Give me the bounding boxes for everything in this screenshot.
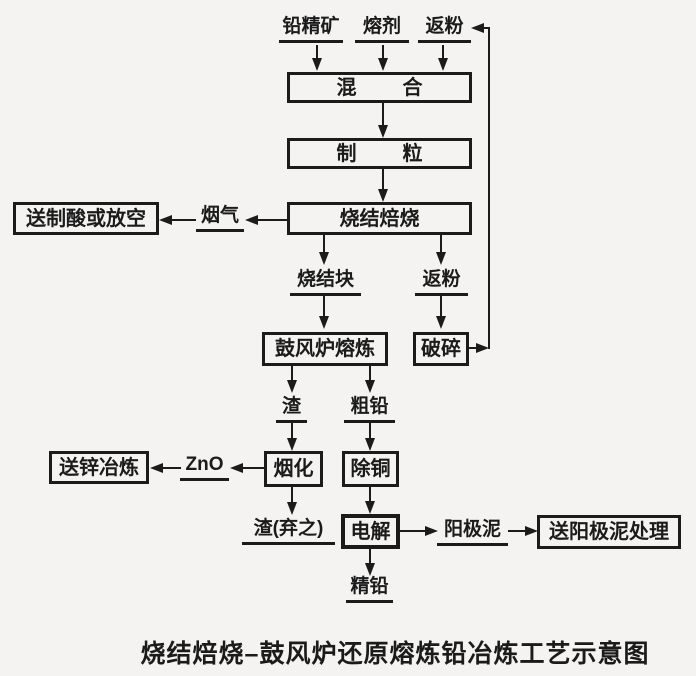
arrowhead-fluegas-acid <box>159 215 172 225</box>
process-box-blast-furnace: 鼓风炉熔炼 <box>262 332 388 366</box>
arrowhead-fuming-discardslag <box>287 502 297 515</box>
arrowhead-sintering-sinterlump <box>319 252 329 265</box>
input-flux-label: 熔剂 <box>355 14 409 43</box>
arrowhead-zno-zinc <box>150 463 163 473</box>
process-box-fuming: 烟化 <box>264 451 323 487</box>
arrowhead-recycle-returnfines <box>471 23 484 33</box>
process-box-sintering: 烧结焙烧 <box>287 202 472 235</box>
flow-line-anodeslime-treatment <box>508 530 525 532</box>
stream-flue-gas-label: 烟气 <box>196 205 244 232</box>
arrowhead-lead-concentrate <box>312 58 322 71</box>
flow-line-blastfurnace-slag <box>291 366 293 381</box>
arrowhead-crushing-loop <box>476 343 489 353</box>
flow-line-crushing-loop <box>469 347 476 349</box>
flow-line-fluegas-acid <box>172 219 196 221</box>
arrowhead-mixing-granulation <box>378 125 388 138</box>
flow-line-sintering-fluegas <box>258 219 287 221</box>
terminal-box-acid-or-vent: 送制酸或放空 <box>13 202 159 235</box>
flow-line-fuming-discardslag <box>291 487 293 503</box>
arrowhead-crudelead-copper <box>365 438 375 451</box>
arrowhead-electrolysis-anodeslime <box>425 526 438 536</box>
flow-line-crudelead-copper <box>369 423 371 439</box>
flow-line-granulation-sintering <box>382 169 384 190</box>
arrowhead-flux <box>378 58 388 71</box>
arrowhead-anodeslime-treatment <box>525 526 538 536</box>
arrowhead-sintering-returnfines <box>436 252 446 265</box>
flow-line-sintering-returnfines <box>440 235 442 252</box>
flow-line-return-fines-top <box>442 45 444 59</box>
flow-line-sintering-sinterlump <box>323 235 325 252</box>
flow-line-recycle-vertical <box>488 27 490 349</box>
flow-line-zno-zinc <box>163 467 181 469</box>
arrowhead-slag-fuming <box>287 438 297 451</box>
stream-anode-slime-label: 阳极泥 <box>437 517 508 546</box>
stream-zno-label: ZnO <box>180 454 229 481</box>
flow-line-electrolysis-refinedlead <box>369 549 371 564</box>
flow-line-mixing-granulation <box>382 103 384 126</box>
diagram-caption: 烧结焙烧–鼓风炉还原熔炼铅冶炼工艺示意图 <box>140 640 650 668</box>
stream-slag-label: 渣 <box>276 394 307 423</box>
process-box-crushing: 破碎 <box>413 332 469 366</box>
input-lead-concentrate-label: 铅精矿 <box>279 14 343 43</box>
flow-line-sinterlump-blastfurnace <box>323 296 325 316</box>
input-return-fines-label: 返粉 <box>418 14 471 43</box>
flow-line-electrolysis-anodeslime <box>400 530 425 532</box>
terminal-box-anode-slime-treatment: 送阳极泥处理 <box>537 515 681 549</box>
arrowhead-blastfurnace-crudelead <box>365 380 375 393</box>
flow-line-blastfurnace-crudelead <box>369 366 371 381</box>
arrowhead-copper-electrolysis <box>365 501 375 514</box>
process-box-granulation: 制粒 <box>287 138 472 169</box>
process-box-electrolysis: 电解 <box>341 514 400 549</box>
stream-crude-lead-label: 粗铅 <box>344 394 395 423</box>
terminal-box-zinc-smelting: 送锌冶炼 <box>49 451 149 484</box>
process-box-mixing: 混合 <box>287 72 472 103</box>
arrowhead-return-fines-top <box>438 58 448 71</box>
arrowhead-blastfurnace-slag <box>287 380 297 393</box>
arrowhead-returnfines-crushing <box>436 316 446 329</box>
stream-discarded-slag-label: 渣(弃之) <box>242 515 335 545</box>
arrowhead-sinterlump-blastfurnace <box>319 316 329 329</box>
flow-line-returnfines-crushing <box>440 296 442 316</box>
process-box-copper-removal: 除铜 <box>342 451 399 487</box>
flow-line-copper-electrolysis <box>369 487 371 502</box>
stream-sinter-lump-label: 烧结块 <box>290 267 361 296</box>
flow-line-flux <box>382 45 384 59</box>
stream-return-fines-mid-label: 返粉 <box>415 267 468 296</box>
flow-line-recycle-top <box>484 27 490 29</box>
arrowhead-granulation-sintering <box>378 189 388 202</box>
flow-line-lead-concentrate <box>316 45 318 59</box>
flow-line-slag-fuming <box>291 423 293 439</box>
arrowhead-fuming-zno <box>230 463 243 473</box>
stream-refined-lead-label: 精铅 <box>346 577 393 603</box>
flow-line-fuming-zno <box>243 467 264 469</box>
arrowhead-sintering-fluegas <box>245 215 258 225</box>
arrowhead-electrolysis-refinedlead <box>365 563 375 576</box>
